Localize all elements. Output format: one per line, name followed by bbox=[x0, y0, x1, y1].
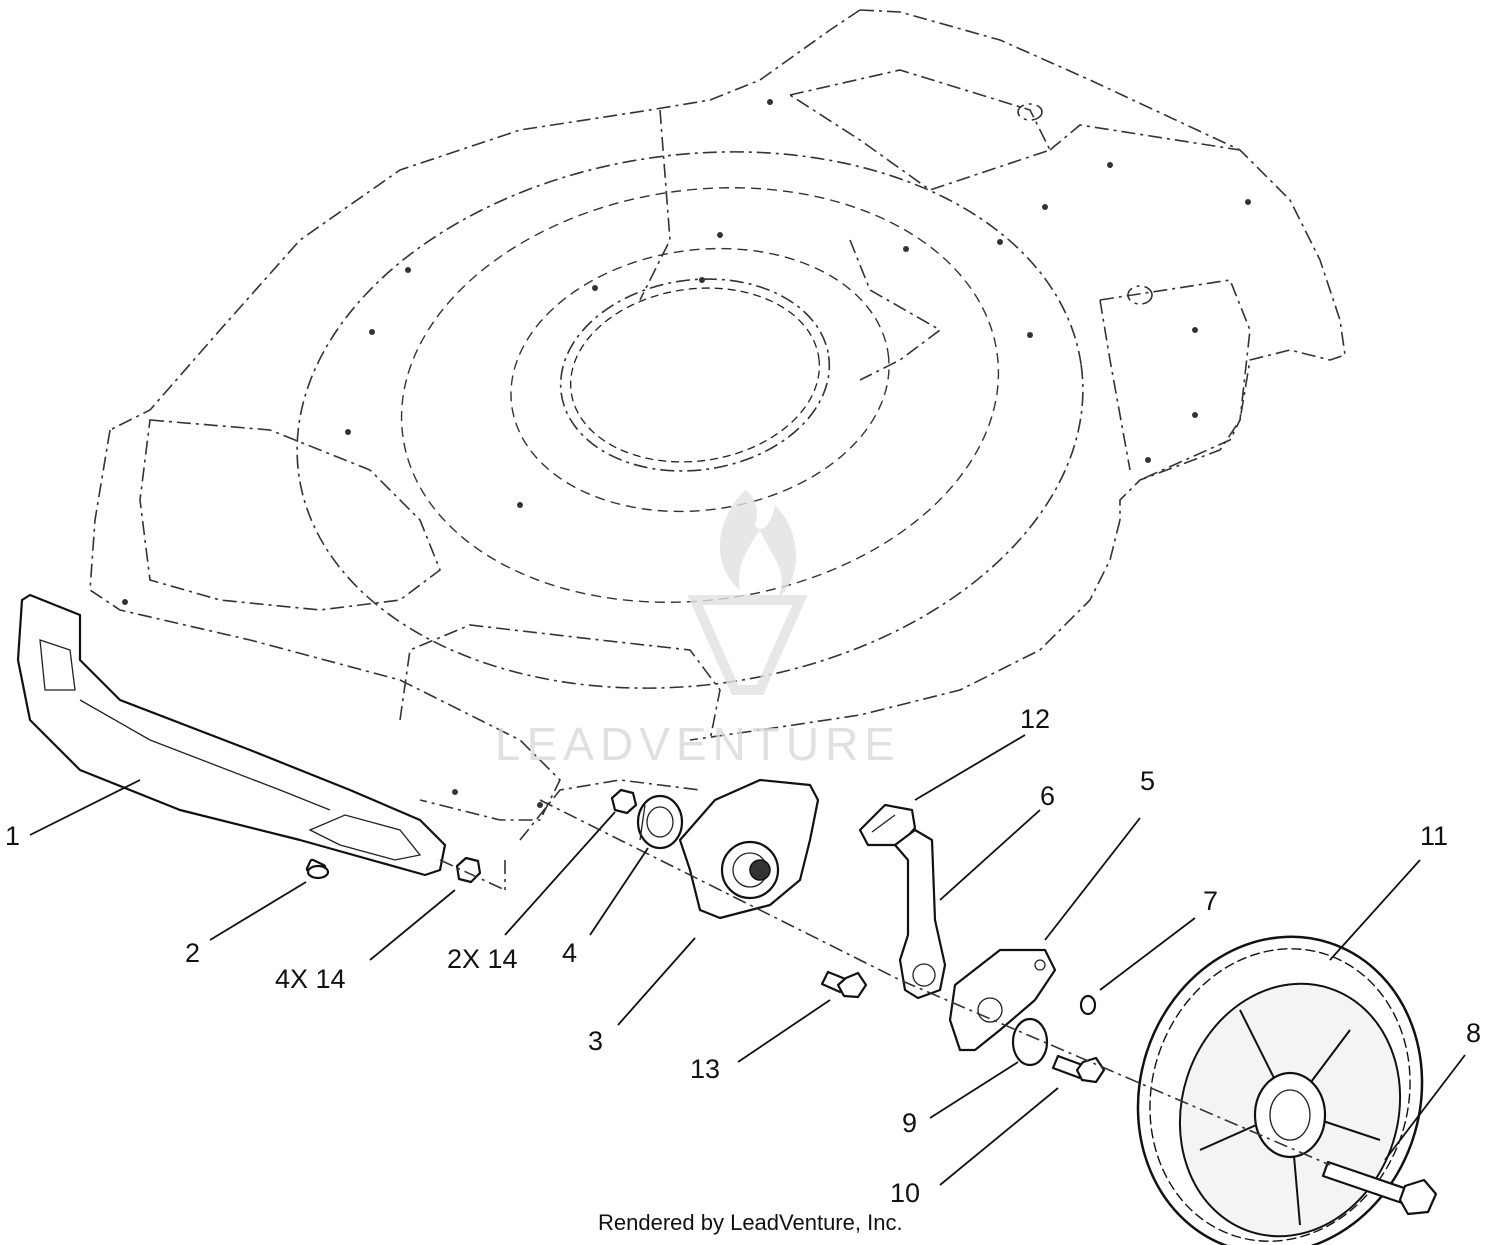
callout-2: 2 bbox=[185, 938, 200, 968]
part-2-screw bbox=[305, 858, 330, 880]
callout-4: 4 bbox=[562, 938, 577, 968]
watermark-text: LEADVENTURE bbox=[495, 718, 901, 770]
part-9-washer bbox=[1011, 1017, 1049, 1067]
part-1-front-trim bbox=[16, 593, 447, 877]
part-6-height-lever bbox=[893, 828, 947, 1000]
part-8-wheel-bolt bbox=[1321, 1160, 1438, 1216]
assembly-axis-lines bbox=[439, 799, 1331, 1166]
callout-4x-14: 4X 14 bbox=[275, 964, 346, 994]
part-14-nut-4x bbox=[455, 856, 482, 884]
callout-13: 13 bbox=[690, 1054, 720, 1084]
part-5-pivot-arm bbox=[948, 948, 1057, 1052]
leader-lines bbox=[29, 734, 1466, 1186]
callout-5: 5 bbox=[1140, 766, 1155, 796]
callout-1: 1 bbox=[5, 821, 20, 851]
part-10-bolt bbox=[1051, 1054, 1106, 1084]
rendered-by-credit: Rendered by LeadVenture, Inc. bbox=[598, 1210, 903, 1235]
callout-11: 11 bbox=[1420, 821, 1448, 851]
callout-labels: 1 2 4X 14 2X 14 4 3 13 12 6 5 7 11 8 9 1… bbox=[5, 704, 1481, 1208]
mower-deck-outline bbox=[89, 9, 1346, 890]
callout-10: 10 bbox=[890, 1178, 920, 1208]
part-3-bracket-plate bbox=[678, 778, 820, 920]
callout-2x-14: 2X 14 bbox=[447, 944, 518, 974]
part-14-nut-2x bbox=[610, 788, 638, 815]
callout-3: 3 bbox=[588, 1026, 603, 1056]
callout-12: 12 bbox=[1020, 704, 1050, 734]
callout-6: 6 bbox=[1040, 781, 1055, 811]
part-7-washer bbox=[1079, 994, 1097, 1016]
callout-8: 8 bbox=[1466, 1018, 1481, 1048]
part-13-bolt bbox=[820, 970, 868, 999]
part-12-clip bbox=[858, 803, 917, 847]
callout-7: 7 bbox=[1203, 886, 1218, 916]
leadventure-watermark: LEADVENTURE bbox=[495, 490, 901, 770]
callout-9: 9 bbox=[902, 1108, 917, 1138]
part-4-bushing bbox=[636, 794, 684, 850]
